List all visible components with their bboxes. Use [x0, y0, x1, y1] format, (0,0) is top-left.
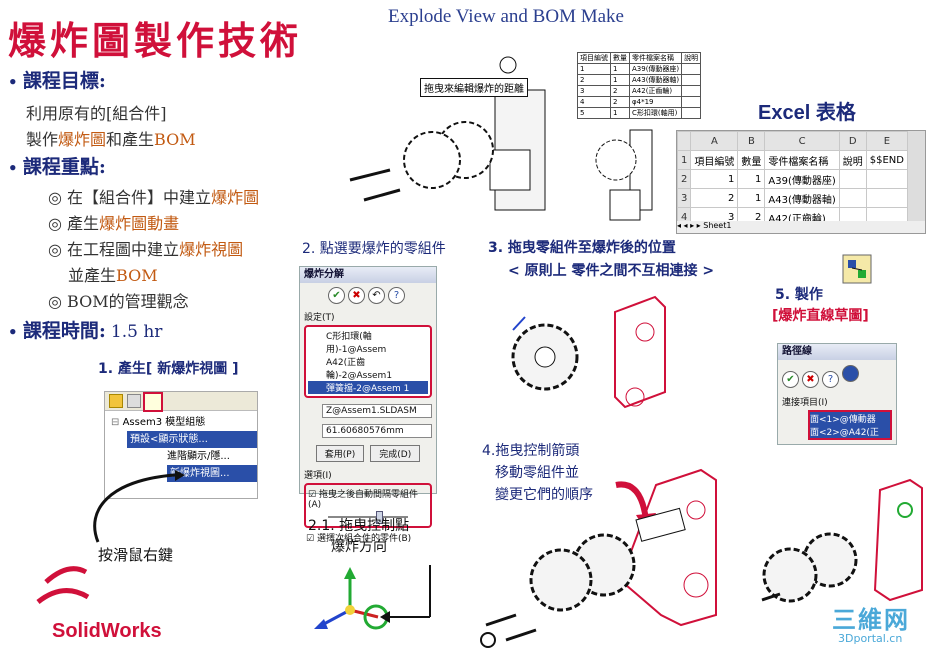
help-button[interactable]: ?: [388, 287, 405, 304]
focus-item: ◎ 在工程圖中建立爆炸視圖: [48, 240, 244, 259]
detail-button[interactable]: [842, 365, 859, 382]
step5-caption-1: 5. 製作: [775, 287, 823, 303]
feature-tree-panel: ⊟ Assem3 模型組態 預設<顯示狀態... 進階顯示/隱... 新爆炸視圖…: [104, 391, 258, 499]
step2-caption: 2. 點選要爆炸的零組件: [302, 241, 446, 257]
bom-model-illustration: [595, 129, 653, 221]
explode-panel-title: 爆炸分解: [300, 267, 436, 283]
auto-space-checkbox[interactable]: ☑ 拖曳之後自動間隔零組件(A): [308, 490, 418, 510]
step4-caption-2: 移動零組件並: [495, 465, 579, 481]
right-click-arrow: [93, 470, 185, 543]
list-item[interactable]: 彈簧擋-2@Assem 1: [308, 381, 428, 394]
excel-label: Excel 表格: [758, 102, 856, 124]
tree-item-new-explode[interactable]: 新爆炸視圖...: [167, 465, 257, 482]
ok-button[interactable]: ✔: [782, 371, 799, 388]
explode-property-panel: 爆炸分解 ✔✖↶? 設定(T) C形扣環(軸用)-1@Assem A42(正齒輪…: [299, 266, 437, 544]
explode-line-sketch-icon[interactable]: [842, 254, 874, 284]
focus-heading: 課程重點:: [8, 152, 106, 179]
step21-caption-1: 2.1. 拖曳控制點: [308, 518, 410, 534]
cancel-button[interactable]: ✖: [348, 287, 365, 304]
direction-field[interactable]: Z@Assem1.SLDASM: [322, 404, 432, 418]
explode-illustration: [349, 56, 546, 211]
sheet-tab[interactable]: ◂ ◂ ▸ ▸ Sheet1: [677, 221, 925, 233]
watermark-url: 3Dportal.cn: [838, 632, 903, 645]
ok-button[interactable]: ✔: [328, 287, 345, 304]
connect-items-list[interactable]: 面<1>@傳動器 面<2>@A42(正: [808, 410, 892, 440]
spacing-slider[interactable]: [308, 510, 428, 524]
route-line-panel: 路徑線 ✔✖? 連接項目(I) 面<1>@傳動器 面<2>@A42(正: [777, 343, 897, 445]
cancel-button[interactable]: ✖: [802, 371, 819, 388]
solidworks-logo-icon: [36, 566, 90, 604]
options-box: ☑ 拖曳之後自動間隔零組件(A): [304, 483, 432, 528]
step21-caption-2: 爆炸方向: [331, 539, 387, 555]
step5-illustration: [761, 478, 923, 603]
step3-caption-1: 3. 拖曳零組件至爆炸後的位置: [488, 240, 676, 256]
tree-root[interactable]: ⊟ Assem3 模型組態: [111, 417, 206, 428]
focus-item: ◎ BOM的管理觀念: [48, 292, 189, 311]
drag-callout: 拖曳來編輯爆炸的距離: [420, 78, 528, 97]
settings-section-label: 設定(T): [304, 313, 335, 323]
step3-caption-2: < 原則上 零件之間不互相連接 >: [508, 263, 715, 279]
tree-item-advanced[interactable]: 進階顯示/隱...: [167, 451, 230, 462]
step3-illustration: [511, 295, 666, 409]
right-click-note: 按滑鼠右鍵: [98, 546, 174, 564]
done-button[interactable]: 完成(D): [370, 445, 421, 462]
tree-item-default[interactable]: 預設<顯示狀態...: [127, 431, 257, 448]
distance-field[interactable]: 61.60680576mm: [322, 424, 432, 438]
goal-line-1: 利用原有的[組合件]: [26, 104, 167, 123]
connect-items-label: 連接項目(I): [782, 398, 828, 408]
step4-caption-3: 變更它們的順序: [495, 487, 593, 503]
time-row: 課程時間: 1.5 hr: [8, 316, 162, 343]
assembly-icon[interactable]: [109, 394, 123, 408]
page-title: 爆炸圖製作技術: [8, 18, 303, 63]
configuration-tab-icon[interactable]: [143, 392, 163, 412]
page-subtitle: Explode View and BOM Make: [388, 6, 624, 27]
step5-caption-2: [爆炸直線草圖]: [772, 308, 869, 324]
step1-caption: 1. 產生[ 新爆炸視圖 ]: [98, 361, 239, 377]
watermark-logo: 三維网: [832, 606, 910, 634]
list-item[interactable]: C形扣環(軸用)-1@Assem: [326, 332, 387, 355]
focus-item: 並產生BOM: [68, 266, 158, 285]
focus-item: ◎ 產生爆炸圖動畫: [48, 214, 180, 233]
list-item[interactable]: 面<2>@A42(正: [810, 425, 890, 438]
goal-line-2: 製作爆炸圖和產生BOM: [26, 130, 196, 149]
property-icon[interactable]: [127, 394, 141, 408]
undo-button[interactable]: ↶: [368, 287, 385, 304]
component-list[interactable]: C形扣環(軸用)-1@Assem A42(正齒輪)-2@Assem1 彈簧擋-2…: [304, 325, 432, 398]
help-button[interactable]: ?: [822, 371, 839, 388]
select-subassembly-checkbox[interactable]: ☑ 選擇次組合件的零件(B): [306, 534, 412, 544]
step4-illustration: [480, 468, 717, 648]
triad-control[interactable]: [310, 565, 440, 645]
goal-heading: 課程目標:: [8, 66, 106, 93]
list-item[interactable]: A42(正齒輪)-2@Assem1: [326, 358, 393, 381]
focus-item: ◎ 在【組合件】中建立爆炸圖: [48, 188, 260, 207]
route-panel-title: 路徑線: [778, 344, 896, 360]
options-section-label: 選項(I): [304, 471, 332, 481]
apply-button[interactable]: 套用(P): [315, 445, 365, 462]
list-item[interactable]: 面<1>@傳動器: [810, 412, 890, 425]
step4-caption-1: 4.拖曳控制箭頭: [482, 443, 580, 459]
solidworks-logo-text: SolidWorks: [52, 620, 162, 642]
